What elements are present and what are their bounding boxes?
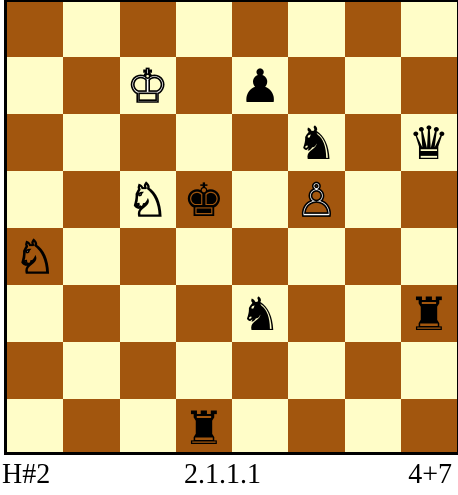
square-h7[interactable] [401,57,457,114]
square-b6[interactable] [63,114,119,171]
square-g3[interactable] [345,285,401,342]
square-g1[interactable] [345,399,401,455]
square-c4[interactable] [120,228,176,285]
square-a8[interactable] [7,0,63,57]
square-b7[interactable] [63,57,119,114]
square-c8[interactable] [120,0,176,57]
square-e5[interactable] [232,171,288,228]
square-f1[interactable] [288,399,344,455]
black-knight-icon[interactable]: ♞ [296,120,337,166]
square-a7[interactable] [7,57,63,114]
square-c7[interactable]: ♔ [120,57,176,114]
square-h8[interactable] [401,0,457,57]
square-f2[interactable] [288,342,344,399]
square-f6[interactable]: ♞ [288,114,344,171]
square-f4[interactable] [288,228,344,285]
square-h5[interactable] [401,171,457,228]
square-f7[interactable] [288,57,344,114]
square-d7[interactable] [176,57,232,114]
black-knight-icon[interactable]: ♞ [240,291,281,337]
square-c1[interactable] [120,399,176,455]
square-g6[interactable] [345,114,401,171]
square-a2[interactable] [7,342,63,399]
square-h3[interactable]: ♜ [401,285,457,342]
square-g2[interactable] [345,342,401,399]
square-e3[interactable]: ♞ [232,285,288,342]
square-d2[interactable] [176,342,232,399]
square-d8[interactable] [176,0,232,57]
square-a5[interactable] [7,171,63,228]
solutions-label: 2.1.1.1 [184,455,261,495]
square-b8[interactable] [63,0,119,57]
piece-count-label: 4+7 [408,455,452,495]
square-b2[interactable] [63,342,119,399]
square-d1[interactable]: ♜ [176,399,232,455]
square-b4[interactable] [63,228,119,285]
square-e7[interactable]: ♟ [232,57,288,114]
square-c6[interactable] [120,114,176,171]
square-e4[interactable] [232,228,288,285]
square-h1[interactable] [401,399,457,455]
white-knight-icon[interactable]: ♘ [127,177,168,223]
square-e8[interactable] [232,0,288,57]
black-pawn-icon[interactable]: ♟ [240,63,281,109]
square-a1[interactable] [7,399,63,455]
black-rook-icon[interactable]: ♜ [408,291,449,337]
white-king-icon[interactable]: ♔ [127,63,168,109]
square-e1[interactable] [232,399,288,455]
chessboard: ♔ ♟ ♞ ♛ ♘ ♚ ♙ ♘ ♞ ♜ ♜ [7,0,457,455]
square-d4[interactable] [176,228,232,285]
square-d3[interactable] [176,285,232,342]
square-g8[interactable] [345,0,401,57]
square-b3[interactable] [63,285,119,342]
square-a6[interactable] [7,114,63,171]
stipulation-label: H#2 [2,455,50,495]
square-e6[interactable] [232,114,288,171]
square-c3[interactable] [120,285,176,342]
square-a4[interactable]: ♘ [7,228,63,285]
black-queen-icon[interactable]: ♛ [408,120,449,166]
black-rook-icon[interactable]: ♜ [183,405,224,451]
black-king-icon[interactable]: ♚ [183,177,224,223]
chessboard-frame: ♔ ♟ ♞ ♛ ♘ ♚ ♙ ♘ ♞ ♜ ♜ [4,0,458,455]
square-e2[interactable] [232,342,288,399]
square-f5[interactable]: ♙ [288,171,344,228]
square-h2[interactable] [401,342,457,399]
square-g7[interactable] [345,57,401,114]
square-f8[interactable] [288,0,344,57]
square-c5[interactable]: ♘ [120,171,176,228]
square-f3[interactable] [288,285,344,342]
white-pawn-icon[interactable]: ♙ [296,177,337,223]
square-g5[interactable] [345,171,401,228]
square-h4[interactable] [401,228,457,285]
white-knight-icon[interactable]: ♘ [15,234,56,280]
problem-caption: H#2 2.1.1.1 4+7 [0,455,458,495]
square-c2[interactable] [120,342,176,399]
square-d5[interactable]: ♚ [176,171,232,228]
square-a3[interactable] [7,285,63,342]
square-g4[interactable] [345,228,401,285]
square-b1[interactable] [63,399,119,455]
square-d6[interactable] [176,114,232,171]
square-h6[interactable]: ♛ [401,114,457,171]
square-b5[interactable] [63,171,119,228]
